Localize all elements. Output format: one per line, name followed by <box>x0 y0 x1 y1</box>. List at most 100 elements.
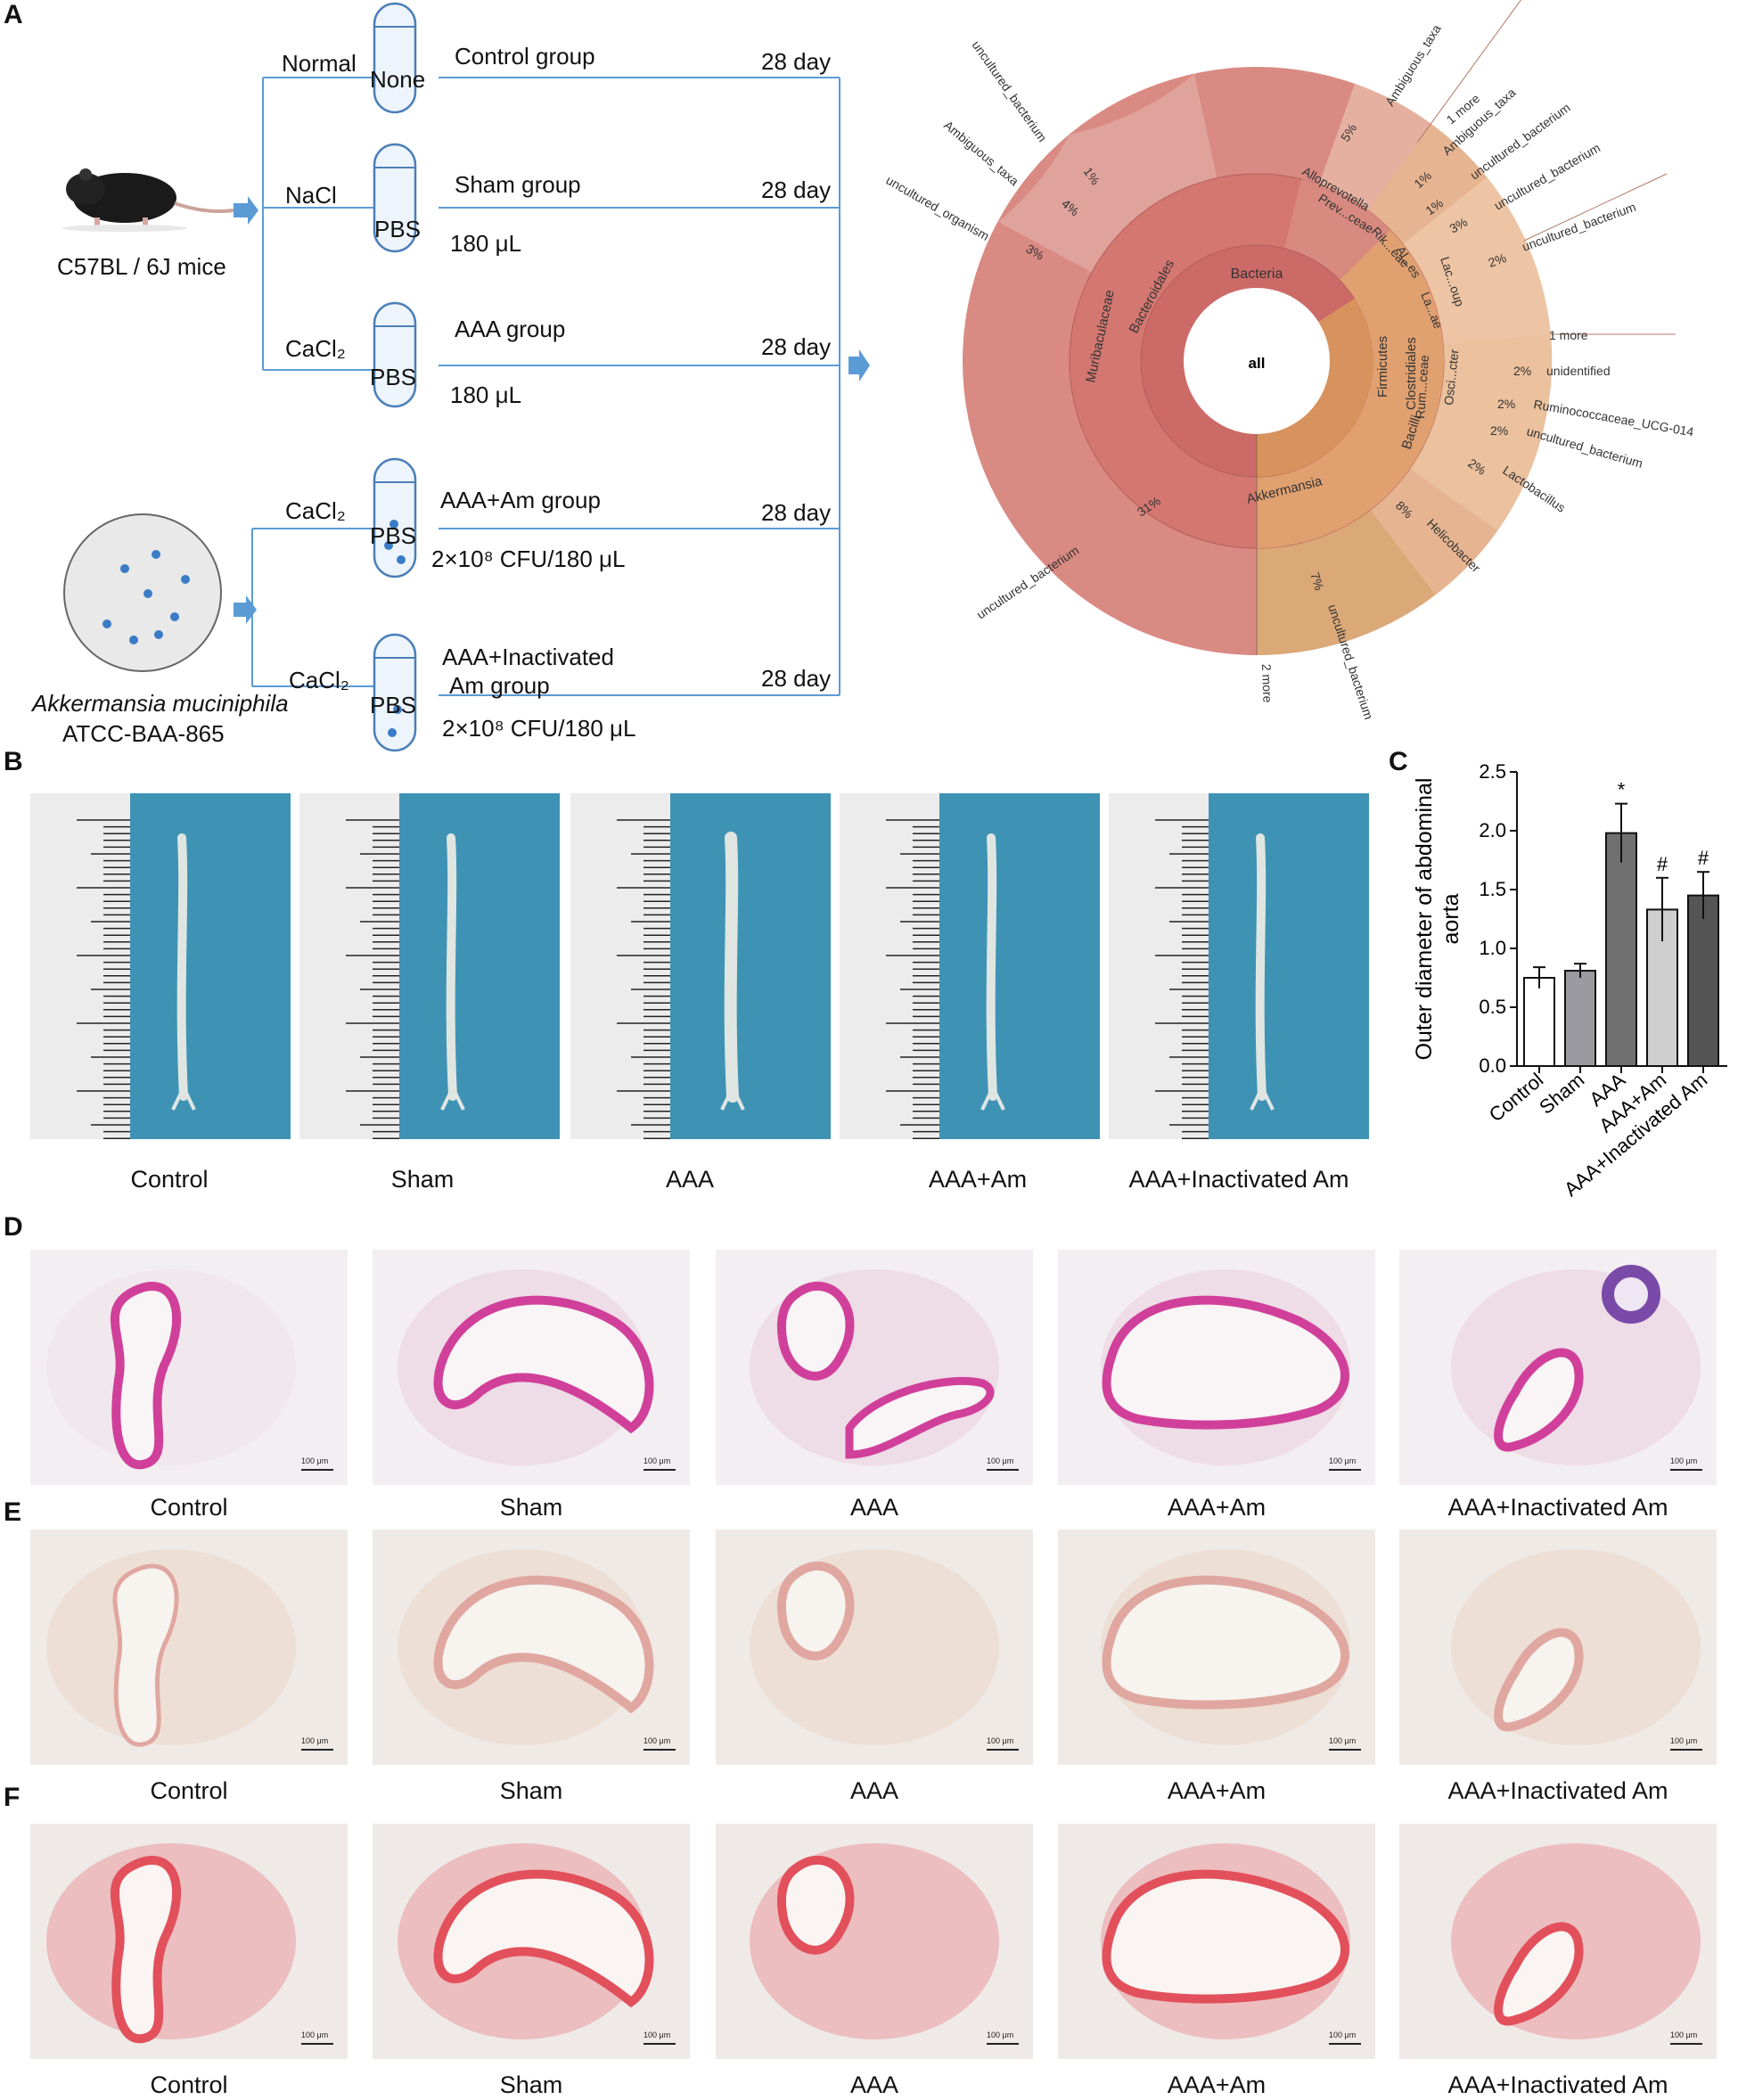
histology-image: 100 μm <box>1399 1824 1717 2059</box>
photo-caption: AAA+Inactivated Am <box>1128 1166 1349 1193</box>
krona-outer-label: unidentified <box>1546 364 1611 378</box>
ruler-mark-label: 0 <box>30 825 32 835</box>
x-tick-label: Control <box>1485 1069 1547 1127</box>
panel-letter-f: F <box>4 1783 20 1812</box>
ruler-mark-label: 0 <box>299 825 301 835</box>
krona-ring-label: Osci...cter <box>1441 349 1462 406</box>
y-tick-label: 0.0 <box>1479 1054 1506 1077</box>
histology-image: 100 μm <box>30 1250 348 1485</box>
krona-outer-pct: 7% <box>1308 570 1326 592</box>
ruler-mark-label: 3 <box>30 1029 32 1038</box>
petri-dish-icon <box>63 513 222 672</box>
ruler-mark-label: 1cm <box>299 893 301 927</box>
scale-bar <box>1670 2043 1702 2045</box>
histology-image: 100 μm <box>716 1250 1033 1485</box>
scale-bar <box>987 1469 1019 1471</box>
x-tick-label: Sham <box>1535 1069 1588 1119</box>
ruler-mark-label: 2 <box>299 961 301 971</box>
krona-outer-label: 1 more <box>1549 328 1588 342</box>
scale-bar-label: 100 μm <box>644 2030 671 2039</box>
panel-letter-e: E <box>4 1497 22 1527</box>
scale-bar <box>644 1469 676 1471</box>
histology-caption: Sham <box>499 1494 563 1521</box>
group-treatment-label: CaCl₂ <box>289 667 349 693</box>
mouse-strain-label: C57BL / 6J mice <box>57 253 226 280</box>
ruler-mark-label: 3 <box>570 1029 572 1038</box>
tube-label: PBS <box>370 522 417 549</box>
photo-caption: Control <box>130 1166 209 1193</box>
tube-label: PBS <box>370 692 417 718</box>
mouse-icon <box>62 168 234 232</box>
histology-caption: AAA <box>849 2071 899 2098</box>
scale-bar-label: 100 μm <box>987 1736 1014 1745</box>
krona-outer-label: Ambiguous_taxa <box>1382 21 1444 108</box>
scale-bar-label: 100 μm <box>987 2030 1014 2039</box>
scale-bar-label: 100 μm <box>644 1736 671 1745</box>
group-day-label: 28 day <box>761 176 832 203</box>
scale-bar <box>1329 2043 1361 2045</box>
krona-outer-label: Ambiguous_taxa <box>941 118 1021 188</box>
ruler-mark-label: 3 <box>1109 1029 1111 1038</box>
tube-label: PBS <box>374 216 422 242</box>
ruler-mark-label: 3 <box>840 1029 841 1038</box>
photo-caption: AAA+Am <box>928 1166 1028 1193</box>
histology-image: 100 μm <box>1058 1250 1375 1485</box>
scale-bar <box>987 2043 1019 2045</box>
histology-caption: AAA <box>849 1494 899 1521</box>
aorta-photo: 01cm23 <box>1109 793 1369 1139</box>
histology-image: 100 μm <box>373 1250 690 1485</box>
ruler-mark-label: 0 <box>1109 825 1111 835</box>
group-day-label: 28 day <box>761 499 832 526</box>
scale-bar-label: 100 μm <box>1329 1736 1357 1745</box>
histology-caption: AAA+Am <box>1167 2071 1267 2098</box>
bacteria-name-label: Akkermansia muciniphila <box>32 690 289 717</box>
bar <box>1564 970 1596 1067</box>
krona-outer-pct: 2% <box>1513 364 1531 378</box>
y-tick-label: 0.5 <box>1479 996 1506 1018</box>
group-name-label: AAA+Inactivated <box>442 644 614 670</box>
group-name-label-2: Am group <box>449 672 550 699</box>
scale-bar-label: 100 μm <box>301 1736 329 1745</box>
scale-bar <box>301 1469 333 1471</box>
krona-ring-label: Rum...ceae <box>1413 354 1431 419</box>
ruler-mark-label: 3 <box>299 1029 301 1038</box>
panel-letter-d: D <box>4 1212 23 1242</box>
ruler-mark-label: 1cm <box>30 893 32 927</box>
ruler-mark-label: 0 <box>840 825 841 835</box>
significance-mark: # <box>1657 853 1668 875</box>
krona-ring-label: Firmicutes <box>1375 336 1390 398</box>
ruler-mark-label: 1cm <box>840 893 841 927</box>
scale-bar-label: 100 μm <box>1329 1456 1357 1465</box>
krona-outer-label: uncultured_bacterium <box>1525 424 1644 471</box>
group-dose-label: 2×10⁸ CFU/180 μL <box>442 715 636 742</box>
histology-image: 100 μm <box>1058 1824 1375 2059</box>
y-tick-label: 1.5 <box>1479 878 1506 900</box>
bar <box>1687 894 1719 1067</box>
tube-label: None <box>370 66 426 93</box>
group-treatment-label: Normal <box>282 50 357 77</box>
group-dose-label: 180 μL <box>450 230 522 257</box>
scale-bar <box>644 2043 676 2045</box>
scale-bar-label: 100 μm <box>301 2030 329 2039</box>
ruler-mark-label: 2 <box>570 961 572 971</box>
ruler-mark-label: 1cm <box>570 893 572 927</box>
krona-ring-label: Clostridiales <box>1404 337 1419 410</box>
bar <box>1605 832 1637 1067</box>
panel-letter-b: B <box>4 747 23 776</box>
scale-bar-label: 100 μm <box>1329 2030 1357 2039</box>
significance-mark: * <box>1618 779 1626 801</box>
krona-outer-label: uncultured_bacterium <box>1521 200 1638 254</box>
group-name-label: AAA group <box>455 316 566 342</box>
photo-caption: AAA <box>665 1166 715 1193</box>
krona-outer-label: uncultured_bacterium <box>970 38 1050 144</box>
ruler-mark-label: 2 <box>30 961 32 971</box>
group-treatment-label: NaCl <box>285 182 337 209</box>
krona-outer-pct: 2% <box>1487 250 1508 270</box>
histology-caption: AAA+Am <box>1167 1777 1267 1804</box>
aorta-photo: 0 1cm 2 3 <box>299 793 560 1139</box>
tube-label: PBS <box>370 364 417 390</box>
bar <box>1523 977 1555 1067</box>
experiment-schematic <box>62 2 870 752</box>
group-dose-label: 2×10⁸ CFU/180 μL <box>431 546 626 572</box>
